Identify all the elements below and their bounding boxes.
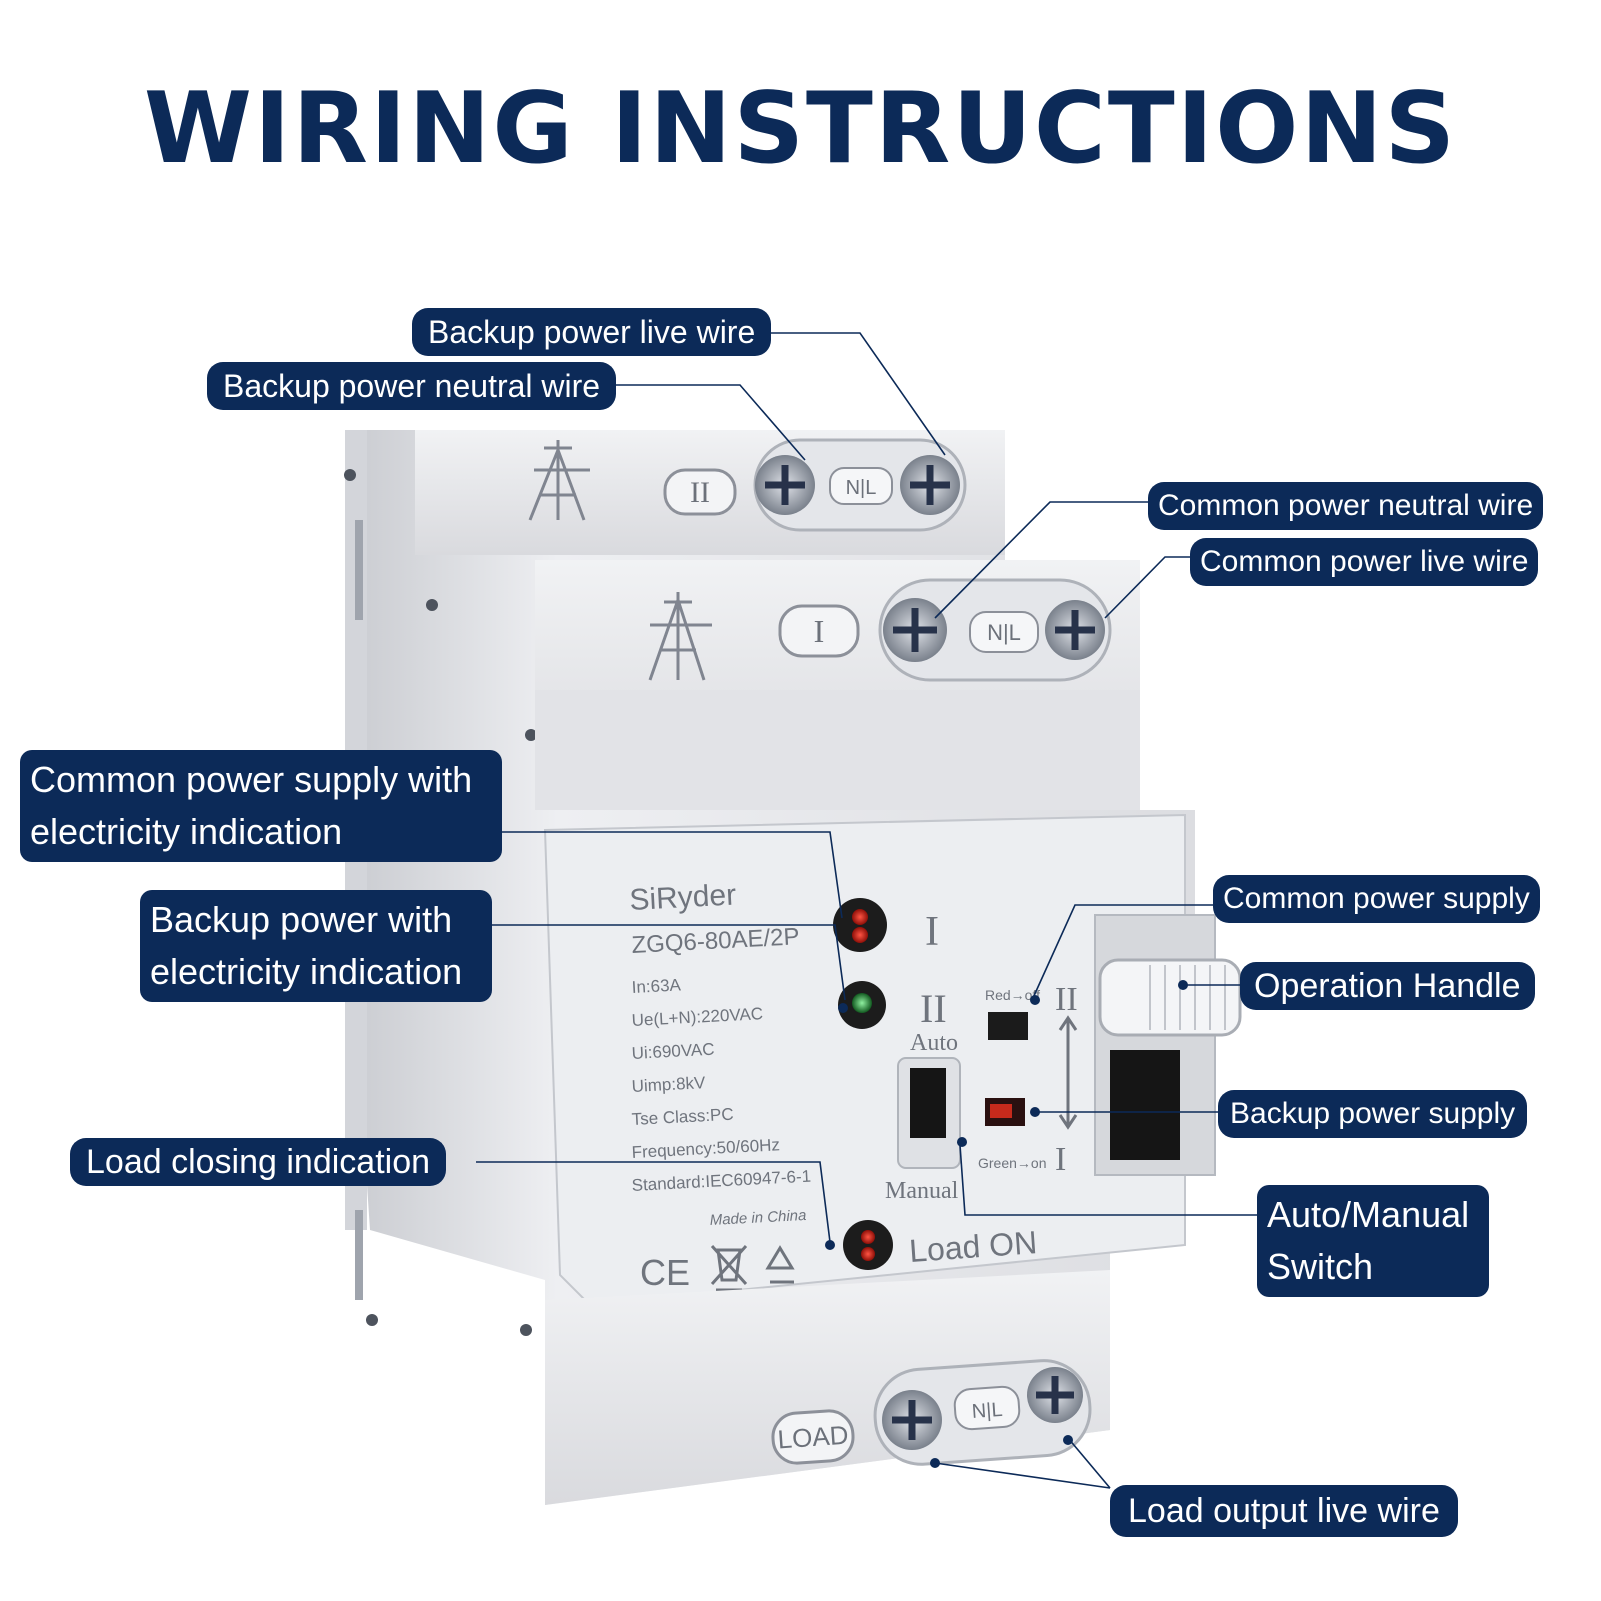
label-common-power-supply: Common power supply [1213,875,1540,923]
manual-text: Manual [885,1178,959,1204]
spec-line: In:63A [631,975,682,997]
page-title: WIRING INSTRUCTIONS [143,72,1458,186]
label-load-closing-indication: Load closing indication [70,1138,447,1186]
label-common-neutral-wire: Common power neutral wire [1148,482,1544,530]
green-on-text: Green→on [978,1155,1046,1171]
handle-roman-2: II [1055,981,1078,1018]
led-common-roman: I [925,909,939,955]
load-on-text: Load ON [908,1224,1038,1269]
backup-terminal-tag: N|L [846,477,877,499]
leader-dots [825,980,1188,1468]
recycle-icon [765,1245,795,1284]
load-tag: LOAD [777,1420,850,1455]
spec-line: Ui:690VAC [631,1040,715,1063]
label-backup-power-supply: Backup power supply [1218,1090,1528,1138]
label-backup-neutral-wire: Backup power neutral wire [207,362,617,410]
label-backup-indication: Backup power with electricity indication [140,890,492,1002]
label-load-output-live-wire: Load output live wire [1110,1485,1458,1537]
pylon-icon-common [648,592,712,681]
spec-line: Uimp:8kV [631,1073,706,1096]
handle-roman-1: I [1055,1141,1066,1178]
pylon-icon-backup [528,440,590,521]
label-operation-handle: Operation Handle [1240,962,1535,1010]
common-roman: I [814,613,825,649]
common-terminal-tag: N|L [987,620,1021,645]
label-backup-live-wire: Backup power live wire [412,308,772,356]
auto-text: Auto [910,1030,958,1056]
front-panel [543,813,1186,1307]
backup-roman: II [690,476,710,509]
operation-handle[interactable] [1098,958,1242,1037]
weee-icon [710,1244,748,1292]
led-backup-roman: II [920,986,947,1031]
red-off-text: Red→off [985,987,1040,1003]
brand-text: SiRyder [629,878,737,917]
label-common-live-wire: Common power live wire [1190,538,1539,586]
made-in-text: Made in China [709,1207,806,1229]
ce-mark: CE [640,1252,690,1293]
led-load-red [843,1220,893,1270]
load-terminal-tag: N|L [971,1399,1003,1423]
label-auto-manual-switch: Auto/Manual Switch [1257,1185,1489,1297]
label-common-supply-indication: Common power supply with electricity ind… [20,750,502,862]
leader-lines [476,332,1257,1489]
status-window-common [988,1012,1028,1040]
